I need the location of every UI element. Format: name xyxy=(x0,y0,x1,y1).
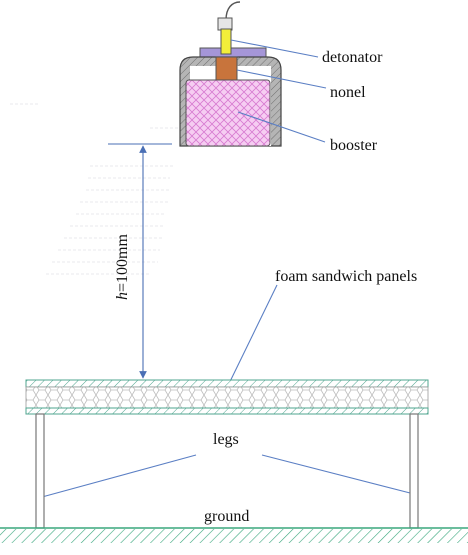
foam-sandwich-panel xyxy=(25,379,429,415)
panel-bottom-face xyxy=(25,407,429,415)
detonator-leader xyxy=(230,39,319,58)
ground xyxy=(0,527,468,543)
height-value: =100mm xyxy=(114,234,131,292)
nonel-leader xyxy=(236,69,327,89)
booster-label: booster xyxy=(330,137,378,154)
detonator-wire xyxy=(225,1,241,21)
legs-leader-left xyxy=(41,454,197,498)
leg-right xyxy=(409,413,419,529)
legs-label: legs xyxy=(213,431,239,448)
detonator-label: detonator xyxy=(322,49,383,66)
faint-background-marks xyxy=(10,103,180,275)
height-symbol: h xyxy=(114,292,131,300)
panel-top-face xyxy=(25,379,429,388)
ground-hatch xyxy=(0,529,468,543)
foam-panels-leader xyxy=(221,284,278,399)
detonator-body xyxy=(220,28,232,55)
nonel-label: nonel xyxy=(330,84,366,101)
height-label: h=100mm xyxy=(114,234,131,300)
booster-leader xyxy=(237,111,326,143)
leg-left xyxy=(35,413,45,529)
leader-lines xyxy=(41,39,415,498)
foam-panels-label: foam sandwich panels xyxy=(275,268,417,285)
booster-charge xyxy=(185,79,271,147)
panel-foam-core xyxy=(25,386,429,409)
cap-flange xyxy=(199,47,267,58)
height-dimension: h=100mm xyxy=(108,143,172,379)
legs-leader-right xyxy=(261,454,415,495)
detonator-top-cap xyxy=(217,17,233,31)
nonel-tube xyxy=(215,56,238,81)
ground-label: ground xyxy=(204,508,249,525)
charge-assembly xyxy=(179,1,282,147)
